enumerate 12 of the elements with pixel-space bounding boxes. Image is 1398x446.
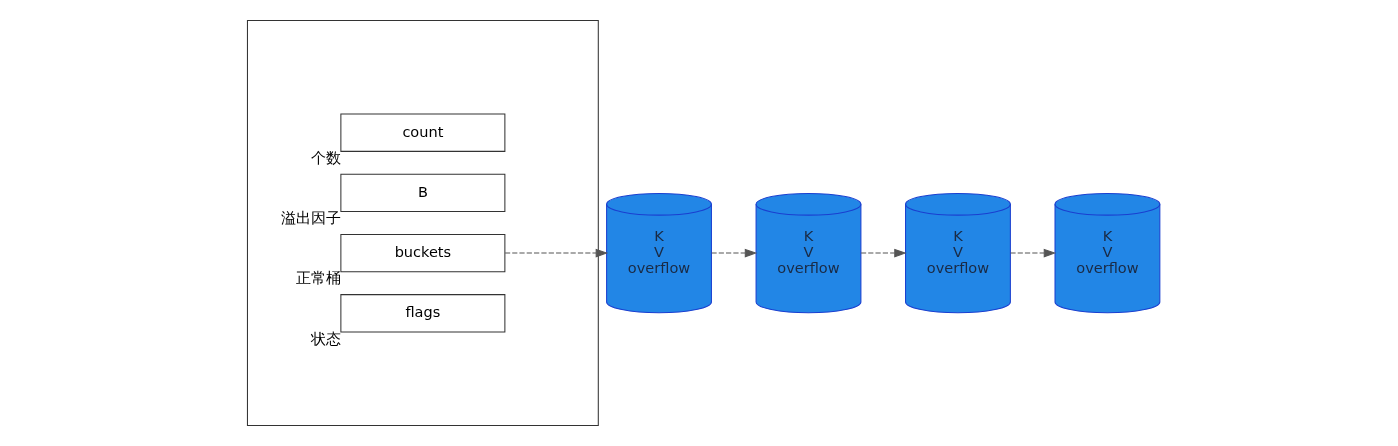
node-label: 溢出因子 xyxy=(280,210,341,227)
node-label: 个数 xyxy=(310,150,341,166)
node-box: B xyxy=(339,173,505,213)
arrow xyxy=(860,248,907,258)
node-box: flags xyxy=(339,294,505,333)
arrow xyxy=(1009,248,1056,258)
node-box: buckets xyxy=(339,233,505,273)
node-label: 正常桶 xyxy=(295,270,341,287)
node-label: 状态 xyxy=(310,330,341,347)
arrow xyxy=(710,248,757,258)
arrow xyxy=(504,248,608,258)
node-box: count xyxy=(339,113,505,152)
